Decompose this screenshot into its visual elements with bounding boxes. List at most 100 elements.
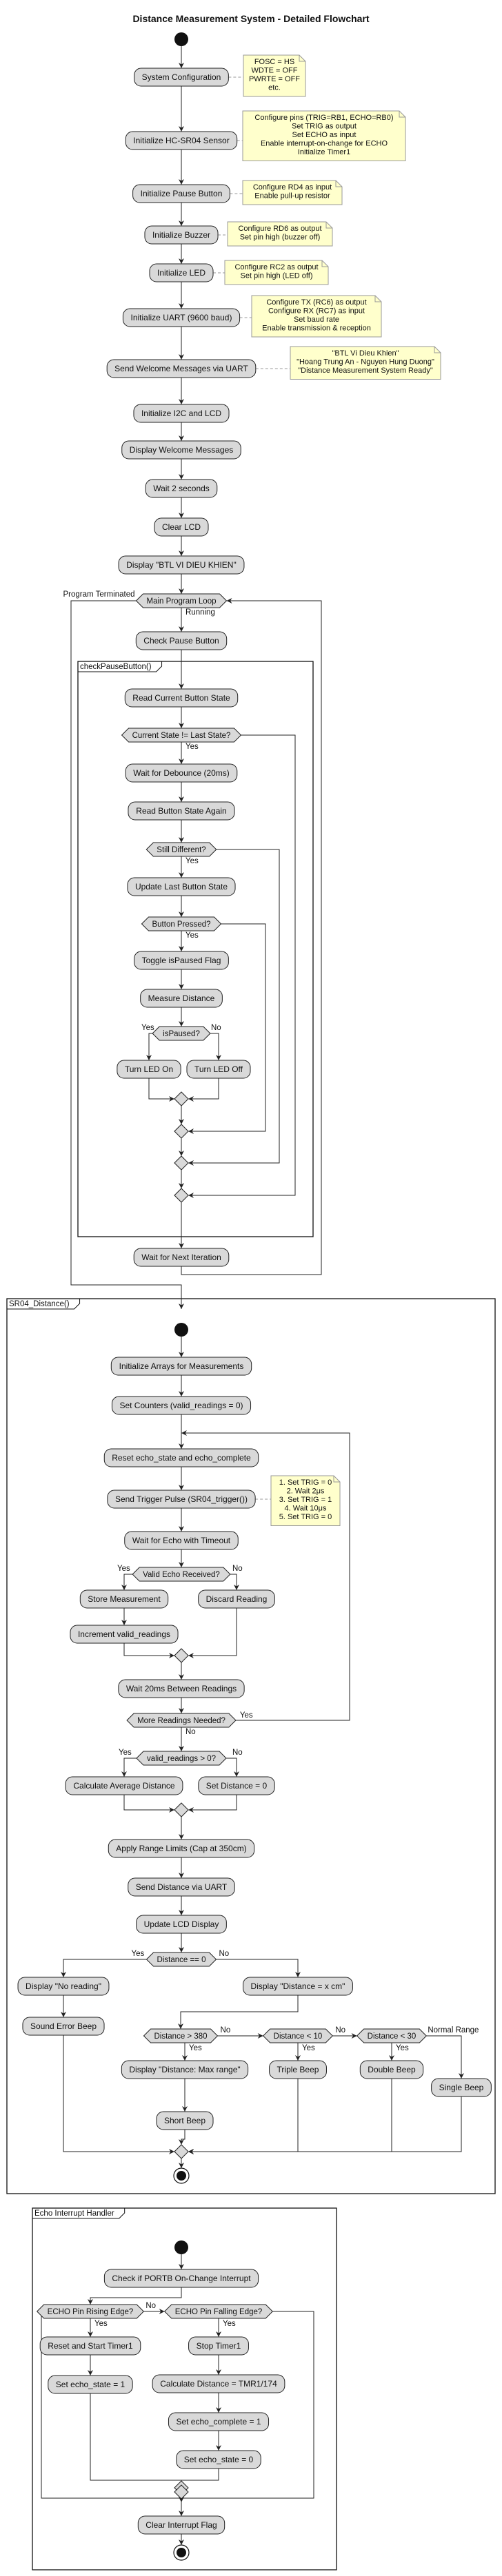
- note-hcsr04-line: Set TRIG as output: [292, 123, 357, 131]
- note-hcsr04-line: Set ECHO as input: [292, 131, 357, 139]
- set-echo-1: Set echo_state = 1: [48, 2375, 133, 2394]
- system-configuration: System Configuration: [134, 68, 229, 87]
- wait-debounce-label: Wait for Debounce (20ms): [133, 768, 230, 778]
- note-config-line: FOSC = HS: [254, 58, 294, 66]
- init-hcsr04-label: Initialize HC-SR04 Sensor: [133, 136, 229, 145]
- set-distance-zero: Set Distance = 0: [198, 1776, 275, 1795]
- reset-echo: Reset echo_state and echo_complete: [103, 1448, 259, 1467]
- flow-edge: [61, 1959, 147, 1977]
- note-hcsr04-line: Initialize Timer1: [298, 148, 350, 156]
- note-welcome-line: "BTL Vi Dieu Khien": [332, 349, 399, 358]
- branch-label: Yes: [396, 2044, 409, 2052]
- valid-zero: valid_readings > 0?: [136, 1751, 227, 1766]
- start-node: [174, 32, 188, 46]
- branch-label: Yes: [141, 1024, 154, 1032]
- flow-edge: [188, 1608, 237, 1658]
- flow-edge: [181, 1430, 350, 1721]
- more-needed-label: More Readings Needed?: [137, 1717, 225, 1725]
- note-config-line: WDTE = OFF: [252, 67, 298, 75]
- clear-lcd: Clear LCD: [154, 517, 209, 537]
- read-state-again-label: Read Button State Again: [136, 806, 226, 816]
- store-measurement: Store Measurement: [79, 1589, 169, 1609]
- reset-start-timer-label: Reset and Start Timer1: [48, 2341, 133, 2351]
- send-uart: Send Distance via UART: [128, 1877, 235, 1897]
- branch-label: Program Terminated: [63, 590, 135, 599]
- rising-edge: ECHO Pin Rising Edge?: [36, 2304, 145, 2319]
- store-measurement-label: Store Measurement: [88, 1594, 161, 1604]
- merge-avg: [174, 1802, 189, 1817]
- init-led-label: Initialize LED: [157, 268, 205, 278]
- sr04-frame: SR04_Distance(): [6, 1298, 496, 2194]
- system-configuration-label: System Configuration: [142, 72, 221, 82]
- turn-led-on: Turn LED On: [117, 1060, 181, 1079]
- note-uart-line: Enable transmission & reception: [262, 324, 371, 333]
- flow-edge: [210, 1033, 221, 1060]
- triple-beep: Triple Beep: [269, 2060, 327, 2079]
- branch-label: Yes: [240, 1711, 253, 1720]
- branch-label: Yes: [302, 2044, 315, 2052]
- flow-edge: [121, 1574, 133, 1590]
- check-portb: Check if PORTB On-Change Interrupt: [103, 2269, 259, 2288]
- branch-label: Yes: [185, 743, 199, 751]
- init-led: Initialize LED: [149, 263, 214, 282]
- flow-edge: [188, 2096, 462, 2154]
- send-trigger: Send Trigger Pulse (SR04_trigger()): [107, 1490, 256, 1509]
- note-pause-line: Configure RD4 as input: [253, 183, 332, 192]
- distance-lt-30: Distance < 30: [356, 2028, 428, 2043]
- calc-distance: Calculate Distance = TMR1/174: [152, 2374, 285, 2393]
- more-needed: More Readings Needed?: [126, 1713, 237, 1728]
- branch-label: Yes: [117, 1565, 130, 1573]
- flow-edge: [226, 1758, 239, 1777]
- reset-echo-label: Reset echo_state and echo_complete: [112, 1453, 251, 1463]
- echo-start: [174, 2240, 188, 2254]
- flow-edge: [188, 1078, 219, 1102]
- display-distance: Display "Distance = x cm": [243, 1977, 353, 1996]
- init-arrays-label: Initialize Arrays for Measurements: [119, 1361, 244, 1371]
- toggle-paused-label: Toggle isPaused Flag: [142, 956, 221, 965]
- main-program-loop-label: Main Program Loop: [147, 597, 217, 606]
- still-different: Still Different?: [145, 842, 217, 857]
- init-i2c-lcd: Initialize I2C and LCD: [133, 404, 230, 423]
- note-trigger-line: 2. Wait 2μs: [287, 1487, 325, 1496]
- wait-20ms: Wait 20ms Between Readings: [118, 1679, 245, 1698]
- increment-valid: Increment valid_readings: [70, 1625, 179, 1644]
- short-beep-label: Short Beep: [164, 2116, 205, 2125]
- flow-edge: [179, 2469, 219, 2502]
- button-pressed: Button Pressed?: [141, 916, 222, 931]
- merge-still: [174, 1155, 189, 1171]
- note-welcome-line: "Distance Measurement System Ready": [298, 367, 433, 375]
- echo-frame-title: Echo Interrupt Handler: [34, 2209, 114, 2218]
- flow-edge: [90, 2393, 181, 2481]
- note-pause-line: Enable pull-up resistor: [254, 192, 330, 200]
- set-echo-1-label: Set echo_state = 1: [56, 2380, 126, 2389]
- distance-eq-zero: Distance == 0: [145, 1952, 217, 1967]
- branch-label: No: [232, 1749, 243, 1757]
- init-hcsr04: Initialize HC-SR04 Sensor: [125, 131, 238, 150]
- branch-label: No: [232, 1565, 243, 1573]
- flow-edge: [146, 1033, 153, 1060]
- clear-interrupt: Clear Interrupt Flag: [137, 2515, 225, 2535]
- toggle-paused: Toggle isPaused Flag: [134, 951, 229, 970]
- check-pause-button: Check Pause Button: [135, 631, 228, 650]
- note-hcsr04: Configure pins (TRIG=RB1, ECHO=RB0)Set T…: [242, 110, 406, 161]
- branch-label: Yes: [189, 2044, 202, 2052]
- merge-rising: [174, 2484, 189, 2500]
- flow-edge: [70, 600, 184, 1309]
- valid-echo-label: Valid Echo Received?: [143, 1571, 220, 1579]
- page-title: Distance Measurement System - Detailed F…: [132, 13, 369, 24]
- flow-edge: [123, 1643, 174, 1658]
- rising-edge-label: ECHO Pin Rising Edge?: [48, 2308, 134, 2316]
- double-beep-label: Double Beep: [368, 2065, 416, 2074]
- note-buzzer-line: Set pin high (buzzer off): [240, 234, 321, 242]
- flow-edge: [179, 2130, 185, 2145]
- falling-edge-label: ECHO Pin Falling Edge?: [175, 2308, 263, 2316]
- send-trigger-label: Send Trigger Pulse (SR04_trigger()): [115, 1494, 248, 1504]
- apply-limits: Apply Range Limits (Cap at 350cm): [108, 1839, 255, 1858]
- branch-label: Yes: [185, 857, 199, 865]
- distance-lt-10: Distance < 10: [262, 2028, 334, 2043]
- branch-label: No: [145, 2302, 156, 2310]
